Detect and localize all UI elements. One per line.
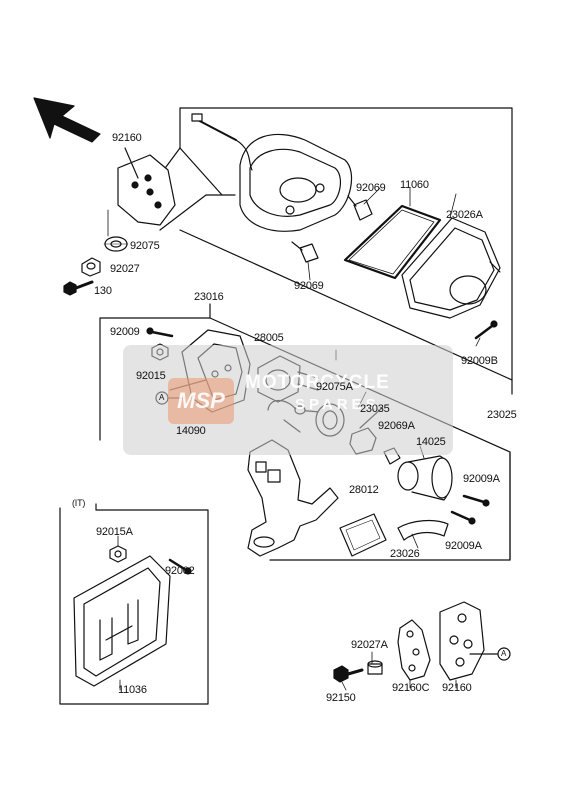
label-92015: 92015 [136, 370, 166, 382]
license-plate-box [59, 503, 209, 705]
part-92075-grommet [103, 236, 129, 252]
part-130-bolt [63, 280, 94, 296]
label-92009A-lower: 92009A [445, 540, 482, 552]
label-14090: 14090 [176, 425, 206, 437]
part-license-bracket [247, 439, 339, 557]
part-23026A-lens [401, 217, 501, 319]
part-92160-gasket-top [117, 147, 176, 226]
label-92069A: 92069A [378, 420, 415, 432]
assembly-frame-23025 [159, 107, 513, 395]
label-28005: 28005 [254, 332, 284, 344]
part-92009A-screw-upper [462, 494, 490, 507]
label-130: 130 [94, 285, 112, 297]
label-92009: 92009 [110, 326, 140, 338]
watermark-line1: MOTORCYCLE [245, 372, 390, 393]
label-23025: 23025 [487, 409, 517, 421]
label-92069-lower: 92069 [294, 280, 324, 292]
label-14025: 14025 [416, 436, 446, 448]
label-92069-upper: 92069 [356, 182, 386, 194]
front-direction-arrow-icon [33, 97, 101, 143]
label-92160C: 92160C [392, 682, 430, 694]
part-92002-bolt [168, 558, 192, 575]
part-92027-collar [81, 257, 101, 277]
part-92150-bolt [333, 665, 364, 683]
part-92009A-screw-lower [450, 510, 476, 525]
marker-a-right-label: A [501, 649, 507, 658]
part-92069A-bulb [383, 447, 401, 465]
label-92160-bottom: 92160 [442, 682, 472, 694]
part-92015A-nut [109, 545, 127, 563]
part-11036-plate-holder [73, 555, 171, 687]
part-92160-plate-bottom [439, 601, 499, 681]
watermark-logo: MSP [168, 378, 234, 424]
label-92160-top: 92160 [112, 132, 142, 144]
label-11036: 11036 [118, 684, 147, 696]
label-23026: 23026 [390, 548, 420, 560]
part-92015-nut [151, 343, 169, 361]
label-92075A: 92075A [316, 381, 353, 393]
part-92009B-screw [474, 320, 498, 340]
marker-a-right-icon [497, 647, 511, 661]
label-23035: 23035 [360, 403, 390, 415]
label-92009A-upper: 92009A [463, 473, 500, 485]
label-92150: 92150 [326, 692, 356, 704]
part-11060-gasket [343, 204, 442, 280]
part-23026-lens-strip [397, 519, 449, 541]
part-14025-cover [397, 455, 453, 501]
label-92027A: 92027A [351, 639, 388, 651]
label-11060: 11060 [400, 179, 429, 191]
label-it-variant: (IT) [72, 498, 86, 508]
label-28012: 28012 [349, 484, 379, 496]
label-23016: 23016 [194, 291, 224, 303]
part-92069-bulb-lower [291, 241, 319, 263]
marker-a-left-label: A [159, 393, 165, 402]
part-tail-light-housing [191, 113, 353, 232]
label-92075-top: 92075 [130, 240, 160, 252]
label-92009B: 92009B [461, 355, 498, 367]
label-92027-top: 92027 [110, 263, 140, 275]
part-92160C-plate [397, 619, 431, 681]
part-92069-bulb-upper [347, 195, 373, 221]
part-92009-screw [146, 327, 174, 338]
watermark-line2: SPARES [295, 396, 380, 413]
label-23026A: 23026A [446, 209, 483, 221]
part-92027A-collar [367, 660, 383, 675]
label-92002: 92002 [165, 565, 195, 577]
part-28012-reflector [339, 513, 387, 557]
label-92015A: 92015A [96, 526, 133, 538]
